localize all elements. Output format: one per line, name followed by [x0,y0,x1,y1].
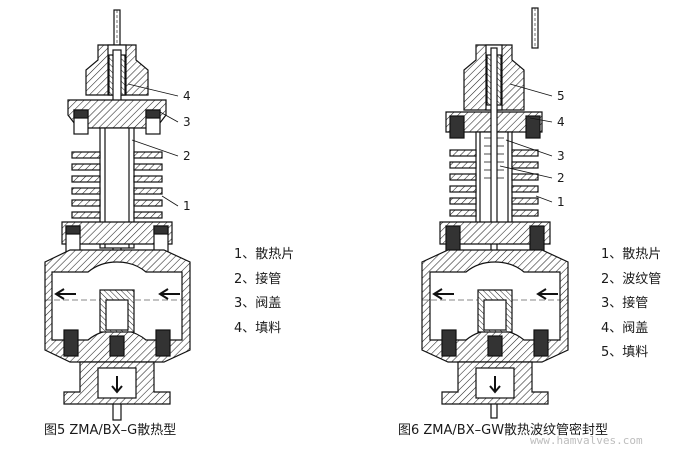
right-legend-item: 2、波纹管 [601,271,662,287]
left-figure-caption: 图5 ZMA/BX–G散热型 [44,423,177,438]
left-legend-item: 2、接管 [234,271,282,287]
right-callout-4: 4 [557,115,565,129]
right-legend-item: 3、接管 [601,296,649,311]
left-callout-1: 1 [183,199,191,213]
right-callout-3: 3 [557,149,565,163]
left-callout-4: 4 [183,89,191,103]
right-valve-drawing [421,7,569,419]
left-legend-item: 1、散热片 [234,247,295,262]
right-callout-5: 5 [557,89,565,103]
right-legend-item: 5、填料 [601,345,649,360]
right-legend-item: 4、阀盖 [601,320,649,336]
right-legend-item: 1、散热片 [601,247,662,262]
left-legend-item: 3、阀盖 [234,296,282,311]
right-figure-caption: 图6 ZMA/BX–GW散热波纹管密封型 [398,423,609,438]
left-callout-3: 3 [183,115,191,129]
left-legend: 1、散热片 2、接管 3、阀盖 4、填料 [234,243,294,341]
left-callout-2: 2 [183,149,191,163]
left-legend-item: 4、填料 [234,320,282,336]
right-callout-1: 1 [557,195,565,209]
right-callout-2: 2 [557,171,565,185]
left-valve-drawing [44,9,191,421]
right-legend: 1、散热片 2、波纹管 3、接管 4、阀盖 5、填料 [601,243,661,366]
watermark-text: www.hamvalves.com [530,434,643,447]
